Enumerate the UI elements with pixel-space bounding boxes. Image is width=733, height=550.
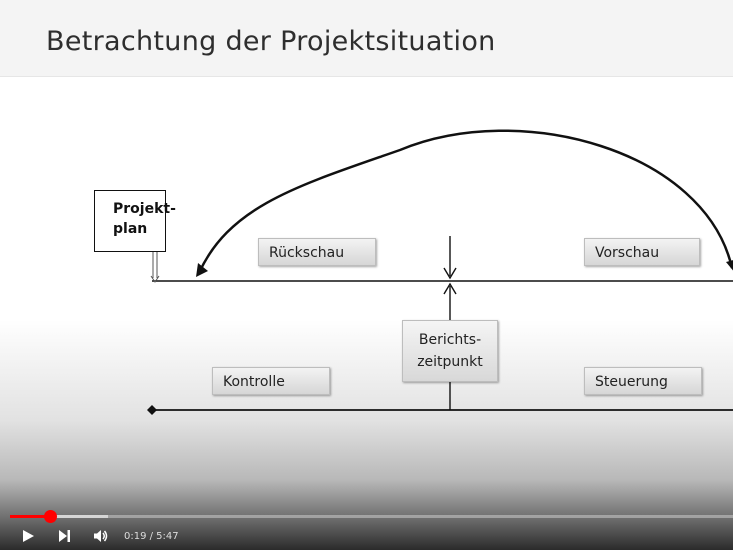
- down-arrow-head: [443, 267, 457, 280]
- progress-played: [10, 515, 50, 518]
- steuerung-box: Steuerung: [584, 367, 702, 395]
- berichts-line2: zeitpunkt: [417, 354, 483, 370]
- berichts-line1: Berichts-: [418, 332, 482, 348]
- curved-arrow-head-right: [726, 260, 733, 271]
- slide-title: Betrachtung der Projektsituation: [46, 26, 496, 57]
- plan-connector-head: [150, 275, 160, 283]
- curved-arrow-head-left: [196, 263, 208, 277]
- title-bar: Betrachtung der Projektsituation: [0, 0, 733, 77]
- player-controls: 0:19 / 5:47: [0, 524, 733, 550]
- next-button[interactable]: [56, 528, 72, 548]
- volume-icon: [94, 530, 108, 542]
- rueckschau-box: Rückschau: [258, 238, 376, 266]
- projektplan-line1: Projekt-: [113, 201, 176, 217]
- play-button[interactable]: [20, 528, 36, 548]
- up-arrow-head: [443, 282, 457, 295]
- progress-bar[interactable]: [10, 510, 733, 523]
- vorschau-box: Vorschau: [584, 238, 700, 266]
- timeline-start-diamond: [147, 405, 157, 415]
- curved-arrow: [197, 129, 733, 274]
- next-icon: [59, 530, 70, 542]
- berichtszeitpunkt-box: Berichts- zeitpunkt: [402, 320, 498, 382]
- play-icon: [23, 530, 34, 542]
- progress-buffered: [10, 515, 108, 518]
- projektplan-line2: plan: [113, 221, 148, 237]
- projektplan-box: Projekt- plan: [94, 190, 176, 252]
- time-display: 0:19 / 5:47: [124, 531, 179, 542]
- volume-button[interactable]: [92, 528, 110, 548]
- scrubber-handle[interactable]: [43, 510, 57, 523]
- kontrolle-box: Kontrolle: [212, 367, 330, 395]
